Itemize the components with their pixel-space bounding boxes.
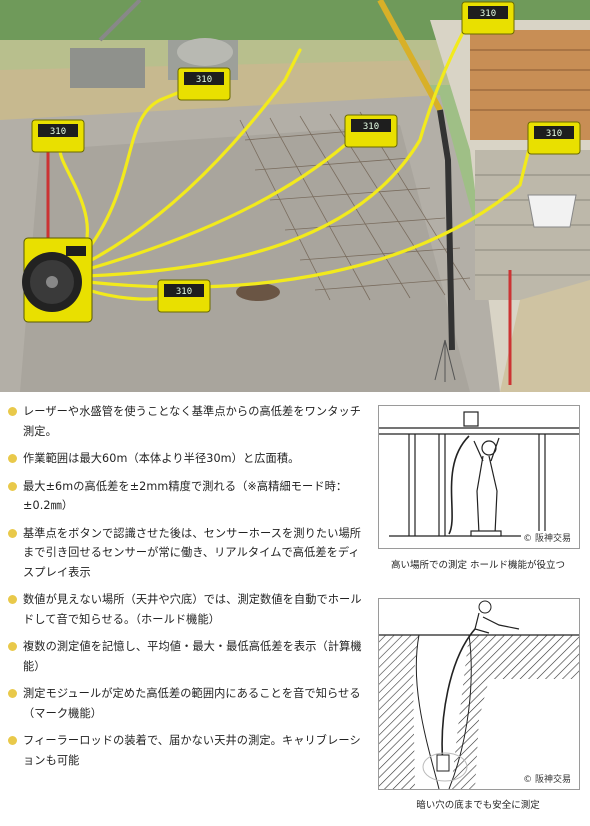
sensor-module: 310 — [31, 119, 85, 153]
bullet-icon — [8, 481, 17, 491]
sensor-module: 310 — [157, 279, 211, 313]
copyright-label: © 阪神交易 — [521, 772, 573, 785]
copyright-label: © 阪神交易 — [521, 531, 573, 544]
illustration-caption: 暗い穴の底までも安全に測定 — [416, 800, 540, 811]
feature-item: 基準点をボタンで認識させた後は、センサーホースを測りたい場所まで引き回せるセンサ… — [6, 524, 366, 583]
bullet-icon — [8, 595, 17, 604]
feature-item: 複数の測定値を記憶し、平均値・最大・最低高低差を表示（計算機能） — [6, 637, 366, 676]
feature-item: 最大±6mの高低差を±2mm精度で測れる（※高精細モード時：±0.2㎜） — [6, 477, 366, 516]
svg-text:310: 310 — [363, 122, 379, 132]
main-reel-unit — [22, 237, 93, 323]
svg-text:310: 310 — [196, 75, 212, 85]
feature-item: 測定モジュールが定めた高低差の範囲内にあることを音で知らせる（マーク機能） — [6, 684, 366, 723]
bullet-icon — [8, 736, 17, 745]
sensor-module: 310 — [177, 67, 231, 101]
illustration-caption: 高い場所での測定 ホールド機能が役立つ — [390, 560, 566, 571]
feature-text: 作業範囲は最大60m（本体より半径30m）と広面積。 — [23, 452, 300, 465]
svg-text:310: 310 — [176, 287, 192, 297]
bullet-icon — [8, 407, 17, 416]
feature-text: 複数の測定値を記憶し、平均値・最大・最低高低差を表示（計算機能） — [23, 640, 362, 673]
feature-item: 数値が見えない場所（天井や穴底）では、測定数値を自動でホールドして音で知らせる。… — [6, 590, 366, 629]
sensor-module: 310 — [344, 114, 398, 148]
feature-text: 最大±6mの高低差を±2mm精度で測れる（※高精細モード時：±0.2㎜） — [23, 479, 348, 513]
hero-illustration: 310 310 310 310 310 310 — [0, 0, 590, 392]
svg-text:310: 310 — [480, 9, 496, 19]
feature-item: レーザーや水盛管を使うことなく基準点からの高低差をワンタッチ測定。 — [6, 402, 366, 441]
feature-text: 数値が見えない場所（天井や穴底）では、測定数値を自動でホールドして音で知らせる。… — [23, 593, 362, 626]
bullet-icon — [8, 689, 17, 698]
bullet-icon — [8, 454, 17, 463]
feature-list: レーザーや水盛管を使うことなく基準点からの高低差をワンタッチ測定。 作業範囲は最… — [6, 402, 366, 778]
feature-text: 基準点をボタンで認識させた後は、センサーホースを測りたい場所まで引き回せるセンサ… — [23, 526, 362, 579]
bullet-icon — [8, 642, 17, 651]
feature-text: 測定モジュールが定めた高低差の範囲内にあることを音で知らせる（マーク機能） — [23, 687, 361, 720]
bullet-icon — [8, 528, 17, 538]
feature-text: フィーラーロッドの装着で、届かない天井の測定。キャリブレーションも可能 — [23, 734, 361, 767]
svg-text:310: 310 — [546, 129, 562, 139]
sensor-module: 310 — [527, 121, 581, 155]
ceiling-measurement-illustration: © 阪神交易 — [378, 405, 580, 549]
feature-item: フィーラーロッドの装着で、届かない天井の測定。キャリブレーションも可能 — [6, 731, 366, 770]
feature-text: レーザーや水盛管を使うことなく基準点からの高低差をワンタッチ測定。 — [23, 405, 362, 438]
pit-measurement-illustration: © 阪神交易 — [378, 598, 580, 790]
sensor-module: 310 — [461, 1, 515, 35]
svg-text:310: 310 — [50, 127, 66, 137]
feature-item: 作業範囲は最大60m（本体より半径30m）と広面積。 — [6, 449, 366, 469]
